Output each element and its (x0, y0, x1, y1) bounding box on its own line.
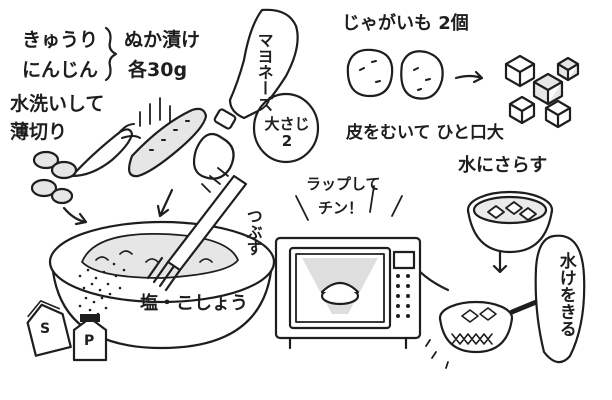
emphasis-lines-microwave (295, 185, 403, 221)
soak-label: 水にさらす (458, 155, 548, 176)
potato-title: じゃがいも 2個 (342, 13, 469, 34)
colander-icon (438, 295, 549, 354)
seasoning-sprinkle (78, 262, 126, 316)
water-bowl-icon (466, 190, 554, 254)
microwave-label: チン！ (318, 199, 364, 217)
drain-bubble (534, 234, 586, 364)
wash-slice-label-1: 水洗いして (10, 93, 105, 115)
drain-label: 水けをきる (555, 252, 576, 337)
garlic-icon (192, 132, 235, 180)
amount-bubble (252, 92, 320, 164)
arrow-cucumber-to-bowl (156, 188, 174, 218)
pepper-shaker-letter: P (84, 333, 95, 349)
season-label: 塩・こしょう (140, 293, 248, 314)
microwave-icon (274, 236, 422, 350)
potato-instruction: 皮をむいて ひと口大 (346, 123, 504, 143)
carrot-label: にんじん (22, 59, 99, 81)
wash-slice-label-2: 薄切り (10, 121, 68, 143)
splash-lines (139, 97, 171, 127)
arrow-potato-right (454, 70, 484, 84)
pepper-shaker-icon (72, 314, 108, 362)
carrot-icon (70, 123, 141, 178)
cucumber-icon (127, 107, 208, 178)
arrow-slices-to-bowl (62, 206, 88, 226)
fork-icon (146, 174, 248, 292)
salt-shaker-icon (26, 300, 72, 357)
emphasis-lines-mash (201, 167, 229, 193)
salt-shaker-letter: S (40, 321, 51, 337)
vegetable-slices (30, 150, 78, 205)
mayo-amount-label: 大さじ2 (264, 115, 310, 150)
potatoes-icon (346, 48, 444, 100)
mayo-bottle-label: マヨネーズ (254, 32, 274, 112)
mayo-bottle (213, 8, 299, 130)
potato-cubes-icon (504, 54, 580, 129)
water-drops (425, 339, 449, 369)
wrap-label: ラップして (306, 175, 381, 193)
pickle-label-line1: ぬか漬け (124, 29, 201, 51)
mash-label: つぶす (243, 208, 263, 256)
arrow-soak-down (492, 250, 508, 274)
cucumber-label: きゅうり (22, 29, 99, 51)
ingredient-brace (104, 26, 118, 82)
mixing-bowl-icon (48, 220, 276, 350)
pickle-label-line2: 各30g (128, 59, 188, 81)
